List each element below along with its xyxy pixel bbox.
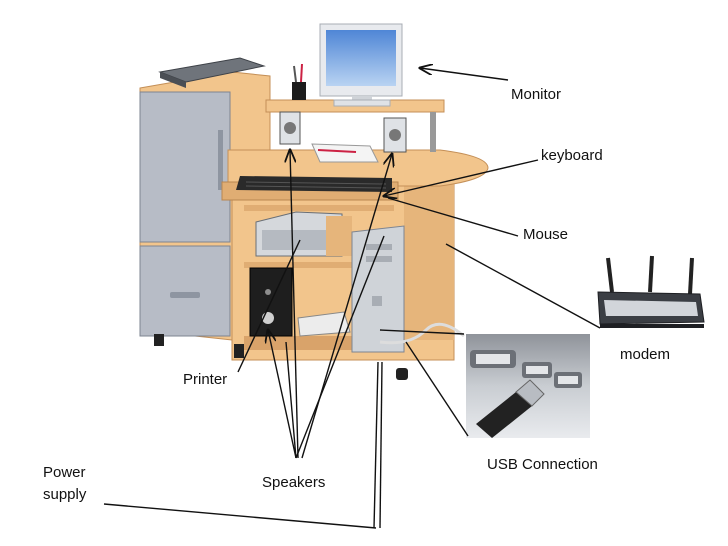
printer: [255, 211, 352, 257]
usb-photo: [466, 334, 590, 438]
leader-lines: [103, 68, 601, 529]
label-monitor: Monitor: [511, 86, 562, 103]
mouse-line: [387, 197, 519, 237]
pc-tower: [351, 225, 405, 353]
filing-cabinet: [139, 71, 271, 346]
power-line-1: [103, 503, 377, 529]
speaker-line-5: [285, 341, 297, 459]
speaker-line-1: [290, 150, 299, 459]
speaker-line-3: [268, 330, 297, 459]
label-mouse: Mouse: [523, 226, 569, 243]
label-printer: Printer: [183, 371, 228, 388]
speaker-line-4: [295, 235, 385, 459]
cables: [379, 322, 465, 345]
power-line-3: [379, 361, 383, 529]
keyboard: [236, 176, 392, 192]
label-keyboard: keyboard: [541, 147, 603, 164]
power-line-2: [373, 361, 379, 529]
speaker-line-2: [301, 154, 392, 459]
modem-line: [445, 243, 601, 329]
scanner: [158, 57, 266, 88]
usb-line: [379, 329, 465, 335]
modem-router: [597, 255, 705, 328]
usb-line-lower: [405, 341, 469, 437]
printer-line: [237, 239, 301, 373]
papers: [311, 143, 379, 163]
label-modem: modem: [620, 346, 671, 363]
monitor-arrow: [420, 68, 509, 81]
speakers: [279, 111, 407, 153]
paper-stack: [297, 311, 351, 337]
pen-cup: [292, 63, 306, 100]
label-power-supply: Power supply: [43, 464, 87, 503]
label-speakers: Speakers: [262, 474, 326, 491]
label-usb-connection: USB Connection: [487, 456, 598, 473]
keyboard-arrow: [384, 159, 539, 196]
monitor: [319, 23, 403, 107]
